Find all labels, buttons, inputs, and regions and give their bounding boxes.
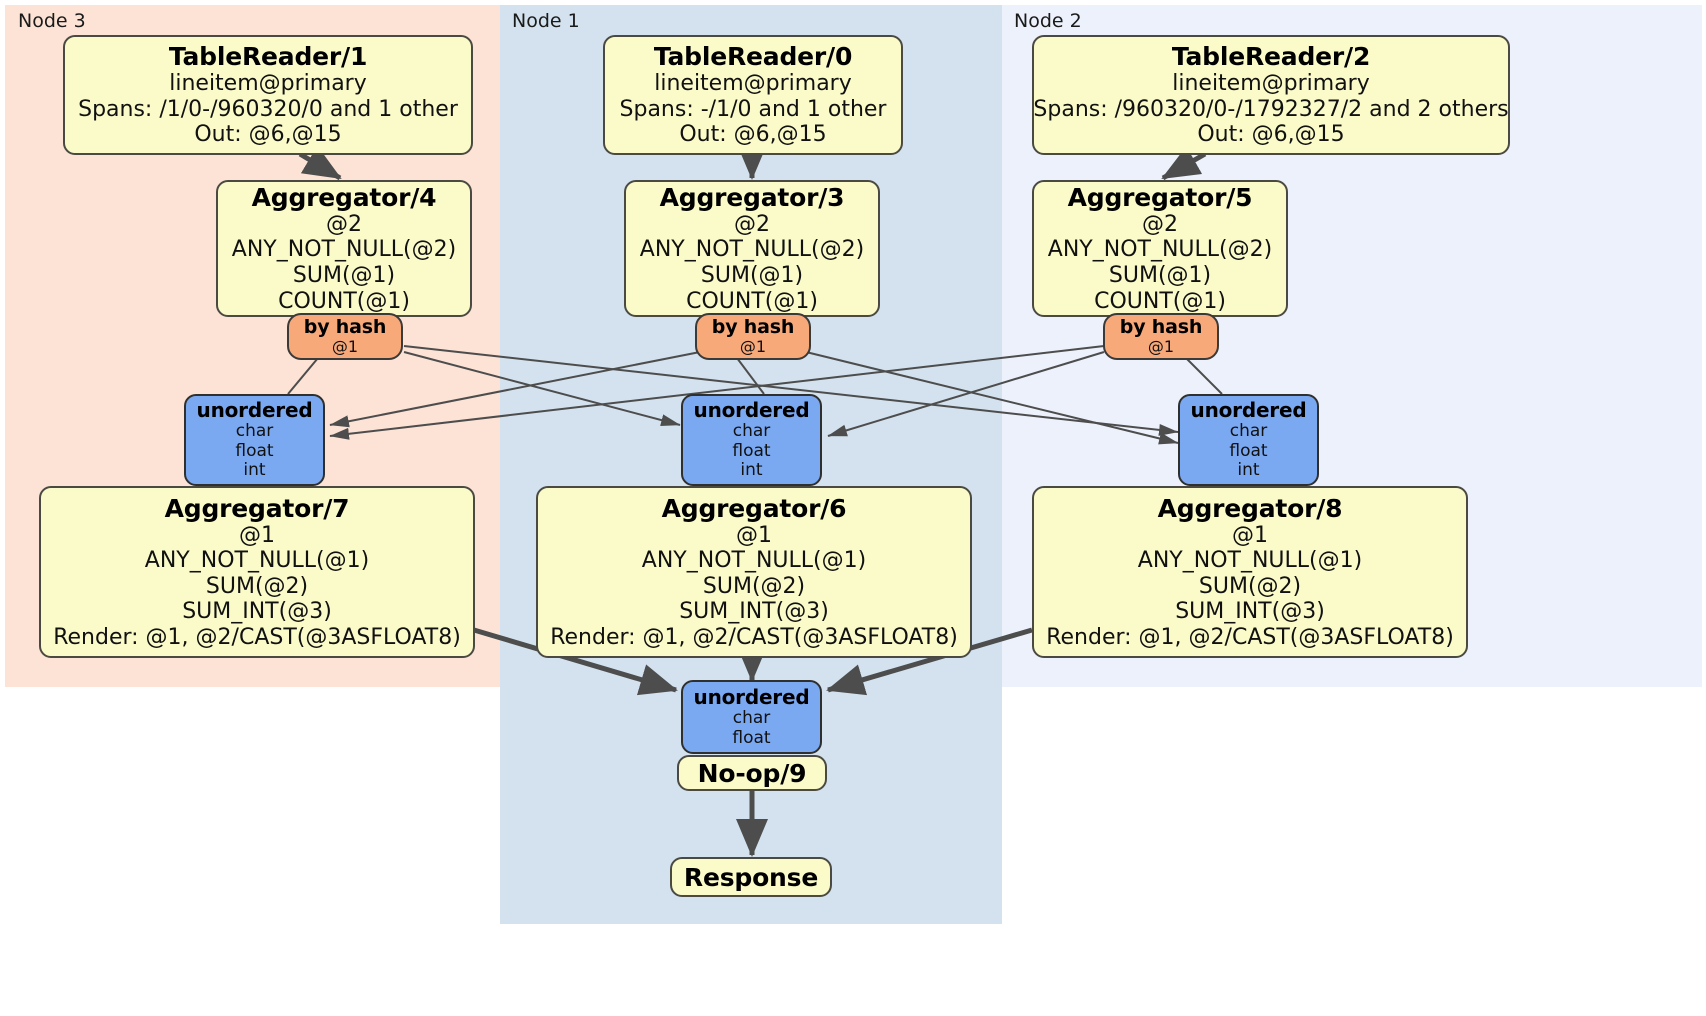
node-detail-line: COUNT(@1) — [686, 288, 818, 314]
sync-title: unordered — [693, 397, 810, 422]
node-tablereader-2[interactable]: TableReader/2 lineitem@primary Spans: /9… — [1032, 35, 1510, 155]
sync-title: unordered — [196, 397, 313, 422]
sync-type-line: int — [243, 460, 266, 481]
node-aggregator-5[interactable]: Aggregator/5 @2 ANY_NOT_NULL(@2) SUM(@1)… — [1032, 180, 1288, 317]
node-render-line: Render: @1, @2/CAST(@3ASFLOAT8) — [550, 624, 958, 650]
router-detail-line: @1 — [331, 337, 359, 357]
node-title: Aggregator/3 — [659, 182, 845, 212]
router-by-hash-node1[interactable]: by hash @1 — [695, 313, 811, 360]
node-detail-line: SUM(@2) — [702, 573, 806, 599]
router-title: by hash — [1119, 316, 1203, 339]
node-detail-line: @1 — [736, 522, 772, 548]
sync-title: unordered — [1190, 397, 1307, 422]
node-title: Aggregator/4 — [251, 182, 437, 212]
node-tablereader-0[interactable]: TableReader/0 lineitem@primary Spans: -/… — [603, 35, 903, 155]
node-detail-line: ANY_NOT_NULL(@2) — [231, 237, 457, 263]
node-title: Aggregator/8 — [1157, 493, 1343, 523]
node-no-op-9[interactable]: No-op/9 — [677, 755, 827, 791]
node-detail-line: Spans: /960320/0-/1792327/2 and 2 others — [1033, 96, 1509, 122]
node-title: No-op/9 — [697, 758, 807, 788]
node-detail-line: SUM(@1) — [292, 263, 396, 288]
node-detail-line: ANY_NOT_NULL(@1) — [1137, 548, 1363, 574]
node-detail-line: @1 — [239, 522, 275, 548]
router-detail-line: @1 — [739, 337, 767, 357]
node-aggregator-7[interactable]: Aggregator/7 @1 ANY_NOT_NULL(@1) SUM(@2)… — [39, 486, 475, 658]
node-render-line: Render: @1, @2/CAST(@3ASFLOAT8) — [53, 624, 461, 650]
node-detail-line: @2 — [326, 211, 362, 237]
node-detail-line: SUM(@1) — [1108, 263, 1212, 288]
node-detail-line: lineitem@primary — [1172, 71, 1370, 97]
sync-type-line: char — [235, 421, 274, 442]
node-detail-line: SUM_INT(@3) — [679, 599, 829, 625]
node-detail-line: Out: @6,@15 — [679, 122, 827, 148]
router-detail-line: @1 — [1147, 337, 1175, 357]
node-title: Aggregator/6 — [661, 493, 847, 523]
sync-type-line: char — [732, 421, 771, 442]
sync-type-line: char — [1229, 421, 1268, 442]
node-detail-line: lineitem@primary — [654, 71, 852, 97]
node-detail-line: @2 — [734, 211, 770, 237]
node-detail-line: COUNT(@1) — [1094, 288, 1226, 314]
region-label-node-2: Node 2 — [1014, 10, 1082, 32]
sync-type-line: float — [235, 440, 274, 461]
sync-unordered-node3[interactable]: unordered char float int — [184, 394, 325, 486]
node-detail-line: Spans: /1/0-/960320/0 and 1 other — [78, 96, 458, 122]
node-title: TableReader/0 — [653, 42, 853, 72]
sync-type-line: int — [740, 460, 763, 481]
node-detail-line: Out: @6,@15 — [1197, 122, 1345, 148]
node-title: Response — [683, 862, 819, 892]
region-label-node-3: Node 3 — [18, 10, 86, 32]
sync-type-line: float — [732, 440, 771, 461]
node-detail-line: ANY_NOT_NULL(@1) — [641, 548, 867, 574]
router-title: by hash — [303, 316, 387, 339]
node-detail-line: Spans: -/1/0 and 1 other — [619, 96, 887, 122]
sync-unordered-node1[interactable]: unordered char float int — [681, 394, 822, 486]
node-aggregator-3[interactable]: Aggregator/3 @2 ANY_NOT_NULL(@2) SUM(@1)… — [624, 180, 880, 317]
node-detail-line: SUM_INT(@3) — [182, 599, 332, 625]
node-response[interactable]: Response — [670, 857, 832, 897]
node-render-line: Render: @1, @2/CAST(@3ASFLOAT8) — [1046, 624, 1454, 650]
node-aggregator-4[interactable]: Aggregator/4 @2 ANY_NOT_NULL(@2) SUM(@1)… — [216, 180, 472, 317]
sync-unordered-node2[interactable]: unordered char float int — [1178, 394, 1319, 486]
region-label-node-1: Node 1 — [512, 10, 580, 32]
router-by-hash-node2[interactable]: by hash @1 — [1103, 313, 1219, 360]
node-detail-line: Out: @6,@15 — [194, 122, 342, 148]
sync-type-line: float — [1229, 440, 1268, 461]
node-detail-line: @2 — [1142, 211, 1178, 237]
sync-title: unordered — [693, 684, 810, 709]
node-detail-line: SUM(@2) — [205, 573, 309, 599]
node-tablereader-1[interactable]: TableReader/1 lineitem@primary Spans: /1… — [63, 35, 473, 155]
node-title: TableReader/1 — [168, 42, 368, 72]
node-detail-line: ANY_NOT_NULL(@1) — [144, 548, 370, 574]
node-aggregator-6[interactable]: Aggregator/6 @1 ANY_NOT_NULL(@1) SUM(@2)… — [536, 486, 972, 658]
node-title: TableReader/2 — [1171, 42, 1371, 72]
node-detail-line: SUM_INT(@3) — [1175, 599, 1325, 625]
router-title: by hash — [711, 316, 795, 339]
node-title: Aggregator/7 — [164, 493, 350, 523]
node-detail-line: ANY_NOT_NULL(@2) — [1047, 237, 1273, 263]
node-title: Aggregator/5 — [1067, 182, 1253, 212]
sync-type-line: float — [732, 727, 771, 748]
sync-unordered-final[interactable]: unordered char float — [681, 680, 822, 754]
sync-type-line: int — [1237, 460, 1260, 481]
node-detail-line: @1 — [1232, 522, 1268, 548]
router-by-hash-node3[interactable]: by hash @1 — [287, 313, 403, 360]
sync-type-line: char — [732, 707, 771, 728]
node-detail-line: SUM(@2) — [1198, 573, 1302, 599]
node-detail-line: lineitem@primary — [169, 71, 367, 97]
node-detail-line: COUNT(@1) — [278, 288, 410, 314]
node-aggregator-8[interactable]: Aggregator/8 @1 ANY_NOT_NULL(@1) SUM(@2)… — [1032, 486, 1468, 658]
node-detail-line: ANY_NOT_NULL(@2) — [639, 237, 865, 263]
node-detail-line: SUM(@1) — [700, 263, 804, 288]
